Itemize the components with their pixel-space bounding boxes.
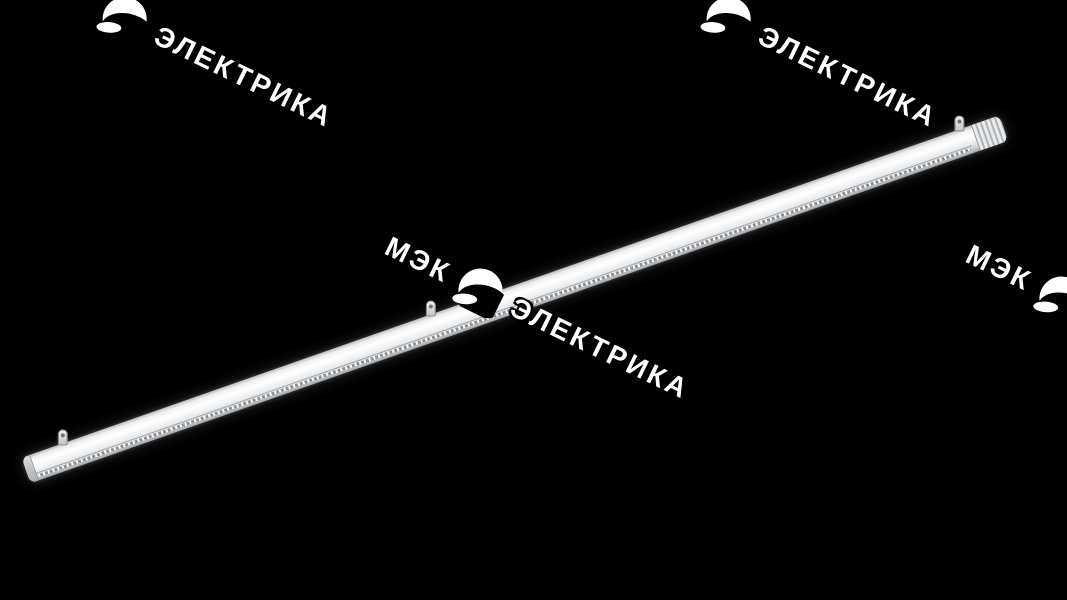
suspension-clip	[954, 115, 965, 132]
suspension-clip	[57, 429, 68, 446]
brand-name-long: ЭЛЕКТРИКА	[149, 20, 339, 134]
brand-name-short: МЭК	[380, 230, 457, 289]
brand-logo-icon	[1031, 268, 1067, 330]
brand-logo-icon	[698, 0, 760, 50]
brand-name-long: ЭЛЕКТРИКА	[753, 20, 943, 134]
watermark-top-right: ЭЛЕКТРИКА	[698, 0, 946, 141]
watermark-right-edge: МЭК	[958, 232, 1067, 329]
brand-logo-icon	[94, 0, 156, 50]
brand-name-long: ЭЛЕКТРИКА	[505, 291, 695, 406]
watermark-center: МЭК ЭЛЕКТРИКА	[377, 224, 698, 412]
brand-logo-icon	[450, 260, 512, 322]
suspension-clip	[425, 300, 436, 317]
watermark-top-left: ЭЛЕКТРИКА	[94, 0, 342, 141]
brand-name-short: МЭК	[961, 238, 1038, 297]
